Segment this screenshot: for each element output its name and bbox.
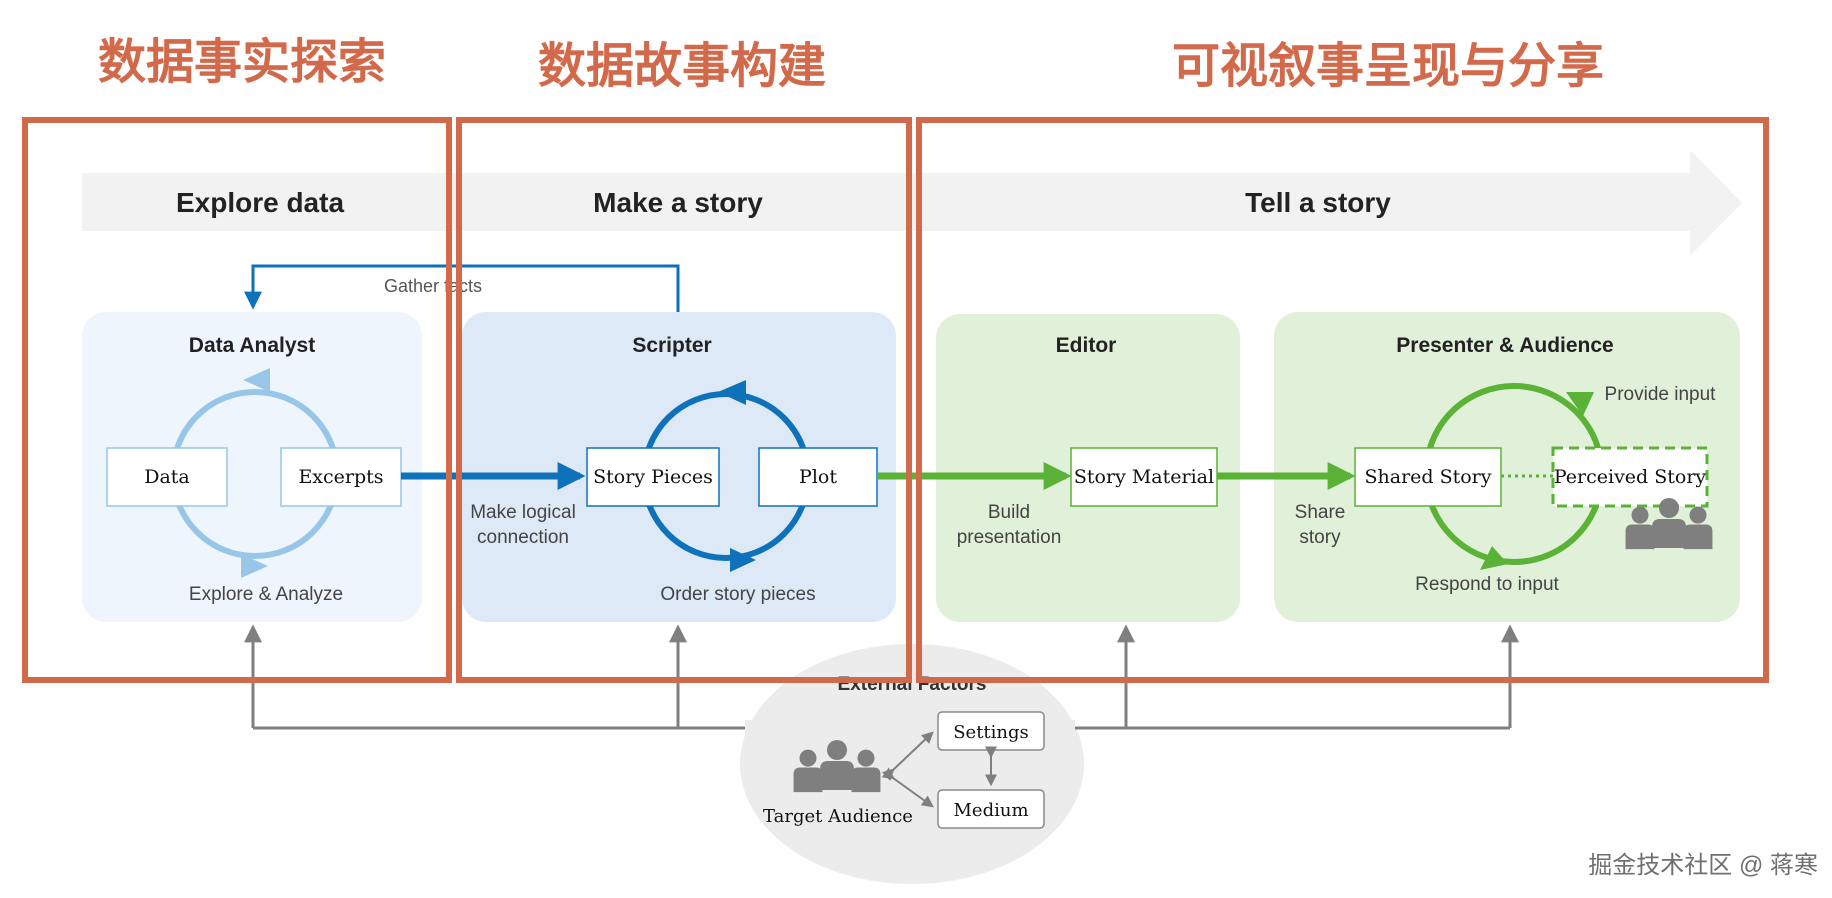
stage-title-explore: 数据事实探索 (98, 34, 386, 90)
box-plot-label: Plot (799, 466, 837, 488)
target-audience-label: Target Audience (763, 806, 913, 827)
panel-data-analyst (82, 312, 422, 622)
presenter-cycle-arrowhead-top (1566, 392, 1594, 416)
box-excerpts-label: Excerpts (298, 466, 383, 488)
banner-explore-label: Explore data (176, 187, 344, 218)
panel-title-analyst: Data Analyst (189, 334, 315, 357)
box-perceived-story-label: Perceived Story (1554, 466, 1707, 488)
frame-make (456, 117, 912, 683)
box-story-material-label: Story Material (1074, 466, 1214, 488)
box-shared-story-label: Shared Story (1364, 466, 1491, 488)
panel-title-scripter: Scripter (632, 334, 711, 357)
panel-presenter (1274, 312, 1740, 622)
banner-tell-label: Tell a story (1245, 187, 1391, 218)
box-story-pieces-label: Story Pieces (593, 466, 713, 488)
build-label-2: presentation (957, 527, 1062, 548)
stage-title-make: 数据故事构建 (538, 38, 826, 94)
gather-facts-label: Gather facts (384, 276, 482, 296)
box-story-pieces (586, 447, 720, 507)
frame-tell (916, 117, 1769, 683)
panel-title-editor: Editor (1056, 334, 1117, 357)
presenter-cycle-arrowhead-bottom (1480, 546, 1508, 570)
box-data (106, 447, 228, 507)
gather-facts-arrow (244, 264, 680, 312)
share-label-1: Share (1295, 502, 1346, 523)
explore-cycle-arrowhead-bottom (241, 554, 268, 578)
box-medium-label: Medium (953, 800, 1028, 821)
box-medium (937, 789, 1045, 829)
provide-input-label: Provide input (1605, 384, 1717, 405)
watermark: 掘金技术社区 @ 蒋寒 (1588, 852, 1818, 879)
respond-input-label: Respond to input (1415, 574, 1559, 595)
audience-settings-link (881, 731, 934, 781)
story-cycle-arrowhead-top (718, 380, 746, 405)
box-data-label: Data (144, 466, 190, 488)
explore-cycle-arrowhead-top (243, 368, 270, 392)
stage-title-tell: 可视叙事呈现与分享 (1172, 38, 1604, 94)
make-logical-label-2: connection (477, 527, 569, 548)
share-label-2: story (1299, 527, 1341, 548)
banner-make-label: Make a story (593, 187, 763, 218)
panel-title-presenter: Presenter & Audience (1396, 334, 1613, 357)
order-pieces-caption: Order story pieces (660, 584, 815, 605)
box-perceived-story (1551, 446, 1709, 508)
box-settings-label: Settings (953, 722, 1029, 743)
box-excerpts (280, 447, 402, 507)
build-label-1: Build (988, 502, 1030, 523)
frame-explore (22, 117, 452, 683)
make-logical-label-1: Make logical (470, 502, 576, 523)
explore-analyze-caption: Explore & Analyze (189, 584, 343, 605)
audience-medium-link (881, 767, 934, 808)
story-cycle-arrowhead-bottom (730, 548, 756, 572)
